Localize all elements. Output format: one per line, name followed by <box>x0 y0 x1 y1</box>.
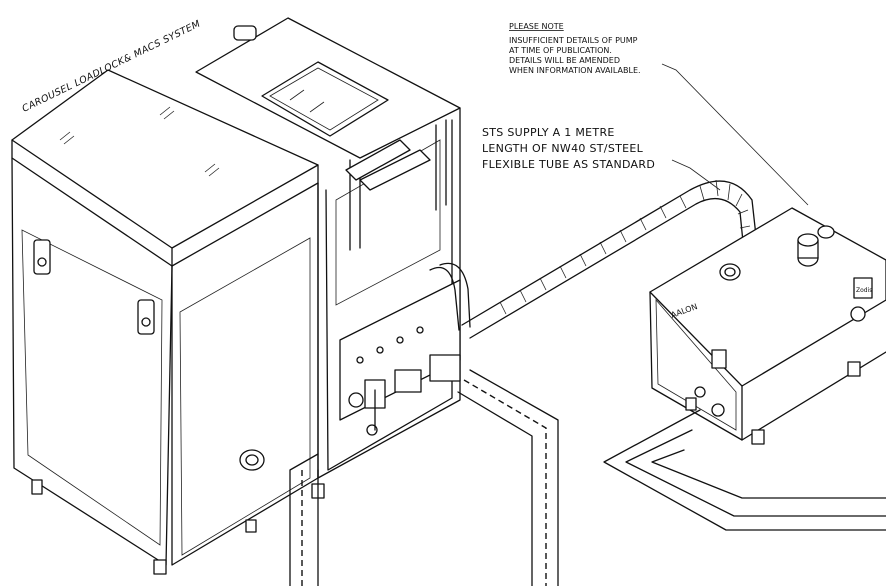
supply-callout: STS SUPPLY A 1 METRE LENGTH OF NW40 ST/S… <box>482 126 721 191</box>
supply-line: STS SUPPLY A 1 METRE <box>482 126 615 139</box>
service-lines <box>289 369 886 586</box>
pump-logo: Zodis <box>856 287 872 294</box>
main-cabinet <box>11 69 325 575</box>
please-note-block: PLEASE NOTE INSUFFICIENT DETAILS OF PUMP… <box>509 22 809 206</box>
note-line: WHEN INFORMATION AVAILABLE. <box>509 66 641 75</box>
supply-line: FLEXIBLE TUBE AS STANDARD <box>482 158 655 171</box>
note-heading: PLEASE NOTE <box>509 22 564 31</box>
supply-line: LENGTH OF NW40 ST/STEEL <box>482 142 644 155</box>
flexible-tube <box>461 179 761 339</box>
note-line: AT TIME OF PUBLICATION. <box>509 46 612 55</box>
loadlock-frame <box>195 17 471 479</box>
vacuum-pump <box>649 207 886 445</box>
note-line: DETAILS WILL BE AMENDED <box>509 56 620 65</box>
note-line: INSUFFICIENT DETAILS OF PUMP <box>509 36 638 45</box>
